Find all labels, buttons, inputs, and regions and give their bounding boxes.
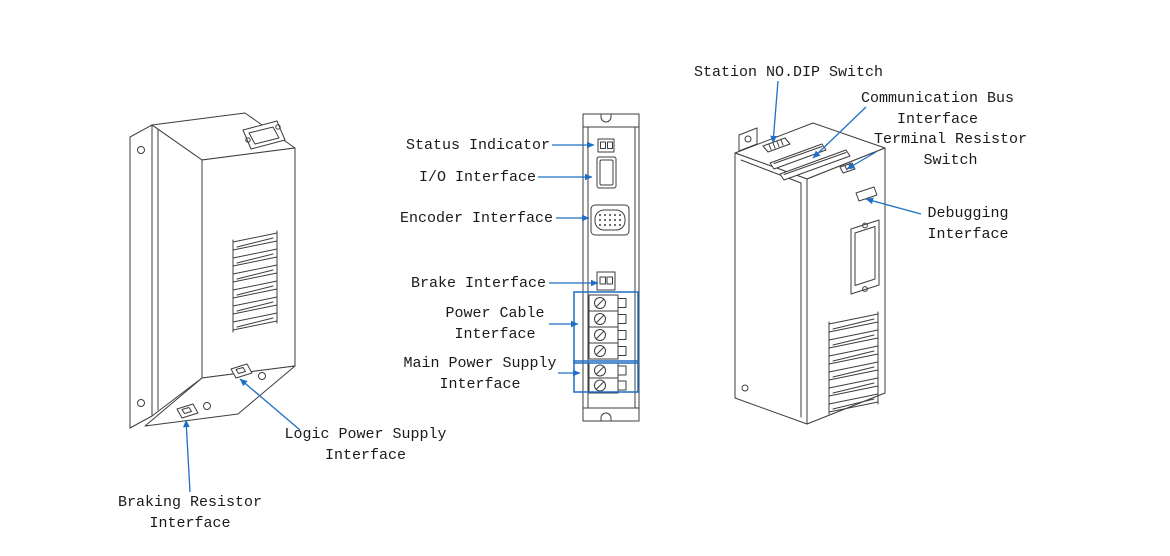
label-debugging-interface: Debugging Interface [927,205,1009,243]
label-power-cable-interface: Power Cable Interface [445,305,545,343]
label-terminal-resistor-switch: Terminal Resistor Switch [873,131,1028,169]
io-connector [596,156,617,189]
braking-resistor-connector [176,403,199,419]
label-station-dip-switch: Station NO.DIP Switch [694,64,884,81]
terminal-clamp-stack [232,230,278,333]
encoder-connector [590,204,630,236]
label-main-power-supply-interface: Main Power Supply Interface [403,355,557,393]
front-view [582,113,640,422]
brake-connector [596,271,616,291]
dsub-connector-top [242,120,286,150]
debug-port-connector [855,186,878,202]
status-led-indicators [597,138,615,153]
label-io-interface: I/O Interface [418,169,536,186]
logic-power-connector [230,363,253,379]
label-encoder-interface: Encoder Interface [399,210,553,227]
label-communication-bus-interface: Communication Bus Interface [860,90,1015,128]
mounting-hole [137,146,145,407]
terminal-clamp-stack [828,311,879,415]
label-brake-interface: Brake Interface [410,275,546,292]
power-cable-terminal-block [588,294,627,360]
label-braking-resistor-interface: Braking Resistor Interface [117,494,263,532]
main-power-terminal-block [588,362,627,394]
dsub-connector-side [850,219,880,295]
label-status-indicator: Status Indicator [405,137,550,154]
mounting-tab [738,127,758,152]
label-logic-power-supply-interface: Logic Power Supply Interface [284,426,447,464]
left-isometric-view [129,112,296,429]
